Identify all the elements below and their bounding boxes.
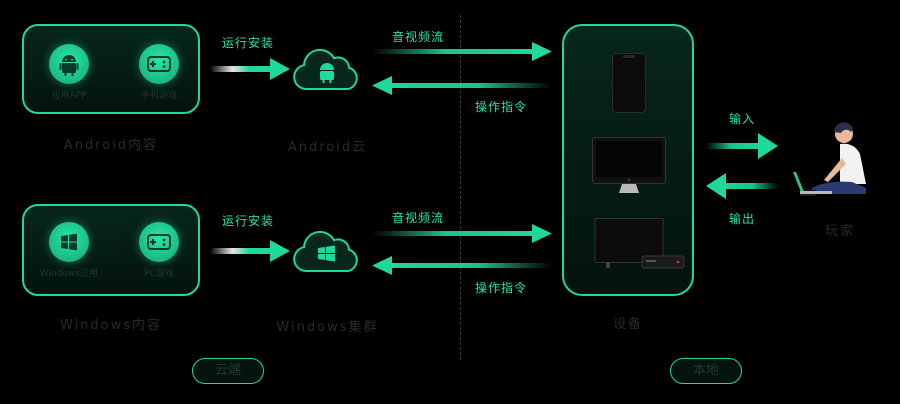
windows-icon [49, 222, 89, 262]
item-label: 手机游戏 [140, 91, 177, 101]
av-stream-label: 音视频流 [392, 211, 445, 225]
gamepad-icon [139, 222, 179, 262]
output-label: 输出 [729, 212, 756, 226]
player-caption: 玩家 [824, 224, 855, 239]
av-stream-arrow [372, 224, 552, 243]
command-arrow [372, 256, 552, 275]
install-arrow [210, 240, 290, 262]
windows-cloud-icon [292, 227, 362, 275]
local-zone-pill: 本地 [670, 358, 742, 384]
output-arrow [706, 173, 778, 199]
install-arrow [210, 58, 290, 80]
android-cloud-caption: Android云 [287, 140, 368, 155]
windows-content-panel: Windows应用 PC游戏 [22, 204, 200, 296]
device-caption: 设备 [612, 317, 643, 332]
input-arrow [706, 133, 778, 159]
install-label: 运行安装 [222, 214, 275, 228]
av-stream-arrow [372, 42, 552, 61]
item-label: Windows应用 [39, 269, 99, 279]
item-label: 应用APP [51, 91, 87, 101]
command-label: 操作指令 [475, 281, 528, 295]
av-stream-label: 音视频流 [392, 30, 445, 44]
device-panel [562, 24, 694, 296]
gamepad-icon [139, 44, 179, 84]
install-label: 运行安装 [222, 36, 275, 50]
command-label: 操作指令 [475, 100, 528, 114]
windows-content-caption: Windows内容 [59, 318, 163, 333]
tv-icon [594, 218, 685, 269]
input-label: 输入 [729, 112, 756, 126]
phone-icon [612, 53, 646, 113]
item-label: PC游戏 [144, 269, 174, 279]
android-cloud-icon [292, 45, 362, 93]
android-content-caption: Android内容 [63, 138, 159, 153]
windows-cloud-caption: Windows集群 [276, 320, 379, 335]
android-icon [49, 44, 89, 84]
android-content-panel: 应用APP 手机游戏 [22, 24, 200, 114]
command-arrow [372, 76, 552, 95]
cloud-local-divider [460, 15, 461, 360]
player-icon [793, 122, 866, 196]
cloud-zone-pill: 云端 [192, 358, 264, 384]
monitor-icon [592, 137, 666, 193]
